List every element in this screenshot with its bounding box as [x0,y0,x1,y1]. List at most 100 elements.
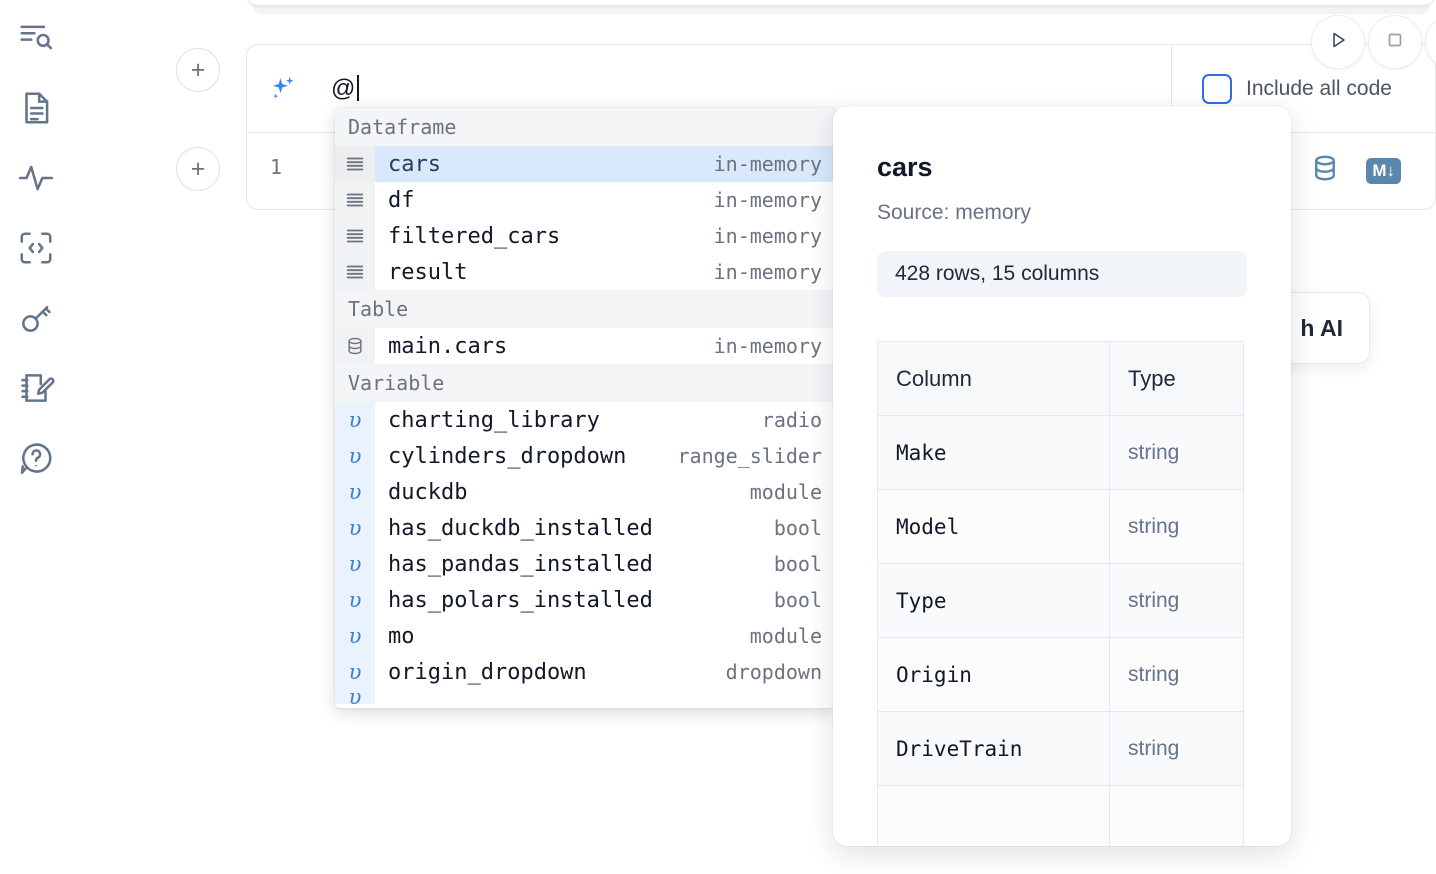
autocomplete-item-meta: range_slider [677,444,823,468]
variable-icon: υ [335,402,375,438]
autocomplete-section-header: Dataframe [335,108,835,146]
help-icon [17,439,55,477]
database-icon [335,328,375,364]
autocomplete-item-meta: radio [761,408,822,432]
explore-icon [17,19,55,57]
autocomplete-item-name: main.cars [388,333,508,359]
key-icon [17,299,55,337]
table-cell-column: DriveTrain [877,711,1110,786]
sidebar-item-snippets[interactable] [14,226,58,270]
autocomplete-item[interactable]: cars in-memory [335,146,835,182]
autocomplete-item-clipped[interactable]: υ [335,690,835,704]
autocomplete-item[interactable]: υ has_pandas_installed bool [335,546,835,582]
include-all-code-checkbox[interactable] [1202,74,1232,104]
cell-above-shadow [252,4,1430,14]
variable-icon: υ [335,582,375,618]
autocomplete-item-name: cylinders_dropdown [388,443,627,469]
ai-prompt-options: Include all code [1172,45,1435,133]
autocomplete-section-header: Variable [335,364,835,402]
preview-source: Source: memory [877,201,1032,224]
stop-button[interactable] [1368,15,1422,69]
table-cell-type: string [1109,415,1244,490]
variable-icon: υ [335,654,375,690]
autocomplete-item-name: duckdb [388,479,468,505]
variable-icon: υ [335,690,375,704]
sidebar-rail [0,0,72,874]
text-cursor [356,75,359,101]
dataframe-icon [335,218,375,254]
dataframe-icon [335,146,375,182]
autocomplete-item-meta: module [749,480,822,504]
sidebar-item-activity[interactable] [14,156,58,200]
sidebar-item-explore[interactable] [14,16,58,60]
autocomplete-item-name: origin_dropdown [388,659,587,685]
preview-title: cars [877,152,933,182]
autocomplete-item-name: has_polars_installed [388,587,653,613]
sidebar-item-help[interactable] [14,436,58,480]
add-cell-button-top[interactable]: + [176,48,220,92]
add-cell-button-bottom[interactable]: + [176,147,220,191]
variable-icon: υ [335,438,375,474]
autocomplete-item[interactable]: υ origin_dropdown dropdown [335,654,835,690]
ai-prompt-value: @ [331,75,359,103]
play-icon [1326,28,1350,57]
variable-icon: υ [335,546,375,582]
autocomplete-item-meta: bool [773,588,822,612]
run-button[interactable] [1311,15,1365,69]
autocomplete-item-meta: bool [773,552,822,576]
sidebar-item-files[interactable] [14,86,58,130]
table-cell-type: string [1109,711,1244,786]
cell-above [246,0,1436,6]
table-row-clipped [877,785,1244,846]
autocomplete-item-meta: in-memory [713,334,822,358]
sidebar-item-scratchpad[interactable] [14,366,58,410]
database-icon[interactable] [1310,153,1340,188]
table-cell-column [877,785,1110,846]
autocomplete-item[interactable]: main.cars in-memory [335,328,835,364]
autocomplete-item-meta: bool [773,516,822,540]
autocomplete-item-meta: dropdown [725,660,822,684]
dataframe-icon [335,254,375,290]
include-all-code-label: Include all code [1246,77,1392,100]
preview-shape: 428 rows, 15 columns [877,251,1247,297]
table-cell-column: Type [877,563,1110,638]
sidebar-item-secrets[interactable] [14,296,58,340]
autocomplete-item[interactable]: υ cylinders_dropdown range_slider [335,438,835,474]
autocomplete-item-name: has_pandas_installed [388,551,653,577]
file-icon [17,89,55,127]
table-cell-type: string [1109,489,1244,564]
variable-icon: υ [335,510,375,546]
line-number: 1 [269,155,283,179]
autocomplete-item-meta: in-memory [713,260,822,284]
variable-icon: υ [335,618,375,654]
markdown-icon[interactable]: M↓ [1366,157,1401,184]
table-cell-type: string [1109,563,1244,638]
autocomplete-section-header: Table [335,290,835,328]
autocomplete-item-name: mo [388,623,415,649]
autocomplete-item[interactable]: υ has_polars_installed bool [335,582,835,618]
autocomplete-item-meta: module [749,624,822,648]
stop-square-icon [1383,28,1407,57]
variable-icon: υ [335,474,375,510]
autocomplete-item-meta: in-memory [713,152,822,176]
activity-icon [17,159,55,197]
autocomplete-item-name: cars [388,151,441,177]
autocomplete-item-meta: in-memory [713,224,822,248]
include-all-code-toggle[interactable]: Include all code [1202,74,1392,104]
ai-prompt-input[interactable]: @ [247,45,1172,133]
notebook-edit-icon [17,369,55,407]
